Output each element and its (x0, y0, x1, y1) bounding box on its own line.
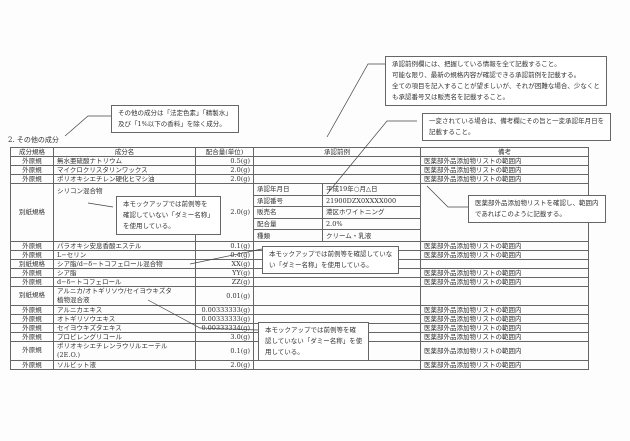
note-additive-list: 医薬部外品添加物リストを確認し、範囲内であればこのように記載する。 (468, 195, 606, 223)
approval-value: 2.0% (322, 218, 420, 231)
approval-value: 平成19年○月△日 (322, 184, 420, 196)
note-partial-change: 一変されている場合は、備考欄にその旨と一変承認年月日を記載すること。 (422, 113, 612, 141)
section-title: 2. その他の成分 (8, 136, 59, 144)
note-dummy-name-2: 本モックアップでは前例等を確認していない「ダミー名称」を使用している。 (262, 246, 400, 274)
approval-row: 種類クリーム・乳液 (254, 229, 420, 241)
standard-cell: 別紙規格 (10, 183, 54, 242)
approval-label: 承認番号 (254, 195, 323, 208)
approval-label: 配合量 (254, 218, 323, 231)
approval-row: 販売名港区ホワイトニング (254, 206, 420, 219)
approval-value: 21900DZX0XXXX000 (322, 195, 420, 208)
approval-label: 種類 (254, 229, 323, 241)
approval-value: 港区ホワイトニング (322, 206, 420, 219)
approval-value: クリーム・乳液 (326, 231, 372, 240)
remark-cell: 医薬部外品添加物リストの範囲内 (420, 174, 589, 184)
approval-label: 販売名 (254, 206, 323, 219)
approval-row: 承認年月日平成19年○月△日 (254, 184, 420, 196)
note-dummy-name-1: 本モックアップでは前例等を確認していない「ダミー名称」を使用している。 (116, 196, 221, 235)
note-other-ingredients: その他の成分は「法定色素」「精製水」及び「1%以下の香料」を除く成分。 (111, 105, 239, 133)
approval-label: 承認年月日 (254, 184, 323, 196)
note-dummy-name-3: 本モックアップでは前例等を確認していない「ダミー名称」を使用している。 (258, 322, 370, 361)
note-approval-precedent: 承認前例欄には、把握している情報を全て記載すること。可能な限り、最新の規格内容が… (385, 56, 607, 106)
remark-cell: 医薬部外品添加物リストの範囲内 (420, 359, 589, 370)
